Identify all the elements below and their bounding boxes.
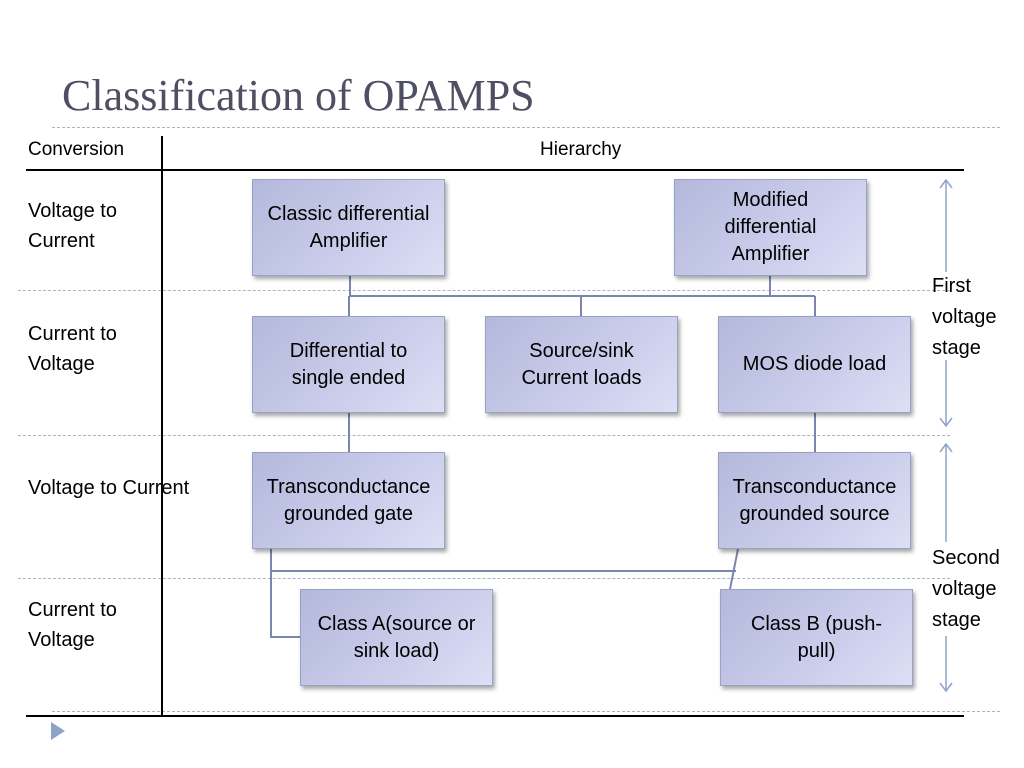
row-separator-3 [18,578,950,579]
box-source-sink-current-loads: Source/sink Current loads [485,316,678,413]
header-conversion: Conversion [28,139,125,160]
row-label-voltage-to-current-2: Voltage to Current [28,477,190,499]
footer-separator [52,711,1000,712]
bottom-rule [26,715,964,717]
title-separator [52,127,1000,128]
header-rule [26,169,964,171]
box-class-a: Class A(source or sink load) [300,589,493,686]
page-title: Classification of OPAMPS [62,71,535,120]
play-triangle-icon[interactable] [51,722,65,740]
box-classic-differential-amplifier: Classic differential Amplifier [252,179,445,276]
box-transconductance-grounded-source: Transconductance grounded source [718,452,911,549]
box-differential-to-single-ended: Differential to single ended [252,316,445,413]
column-divider [161,136,163,717]
box-transconductance-grounded-gate: Transconductance grounded gate [252,452,445,549]
row-separator-1 [18,290,950,291]
box-mos-diode-load: MOS diode load [718,316,911,413]
row-separator-2 [18,435,950,436]
box-class-b: Class B (push-pull) [720,589,913,686]
box-modified-differential-amplifier: Modified differential Amplifier [674,179,867,276]
header-hierarchy: Hierarchy [540,139,622,160]
